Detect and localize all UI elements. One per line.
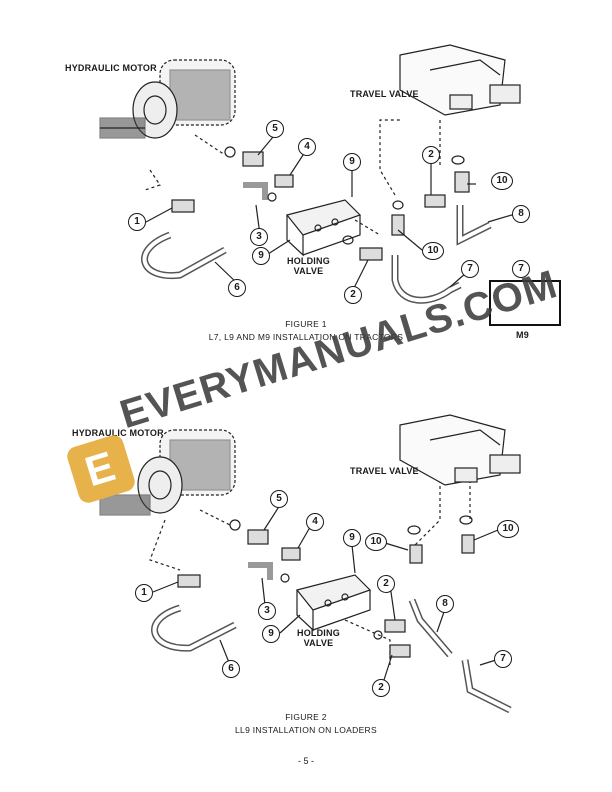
callout-2: 2: [422, 146, 440, 164]
holding-valve-label-2-line1: HOLDING: [297, 628, 340, 638]
callout-2-10-left: 10: [365, 533, 387, 551]
callout-2-7: 7: [494, 650, 512, 668]
callout-2-4: 4: [306, 513, 324, 531]
callout-2-3: 3: [258, 602, 276, 620]
travel-valve-drawing: [399, 44, 521, 116]
hydraulic-motor-label: HYDRAULIC MOTOR: [65, 63, 157, 73]
figure-2-subtitle: LL9 INSTALLATION ON LOADERS: [235, 725, 377, 735]
m9-inset-frame: [489, 280, 561, 326]
callout-5: 5: [266, 120, 284, 138]
figure-2-caption: FIGURE 2 LL9 INSTALLATION ON LOADERS: [0, 712, 612, 735]
watermark-logo-letter: E: [79, 442, 121, 496]
holding-valve-label-line1: HOLDING: [287, 256, 330, 266]
callout-7-m9: 7: [512, 260, 530, 278]
callout-10-right: 10: [491, 172, 513, 190]
callout-9-upper: 9: [343, 153, 361, 171]
callout-3: 3: [250, 228, 268, 246]
travel-valve-drawing-2: [399, 414, 521, 486]
callout-7: 7: [461, 260, 479, 278]
callout-2-5: 5: [270, 490, 288, 508]
travel-valve-label-2: TRAVEL VALVE: [350, 466, 419, 476]
holding-valve-label-2-line2: VALVE: [303, 638, 334, 648]
figure-1-caption: FIGURE 1 L7, L9 AND M9 INSTALLATION ON T…: [0, 319, 612, 342]
figure-1-title: FIGURE 1: [285, 319, 327, 329]
callout-1: 1: [128, 213, 146, 231]
figure-2-title: FIGURE 2: [285, 712, 327, 722]
holding-valve-drawing-2: [295, 574, 372, 632]
hydraulic-motor-drawing: [99, 59, 236, 139]
callout-2-2-upper: 2: [377, 575, 395, 593]
holding-valve-label-line2: VALVE: [293, 266, 324, 276]
page-number: - 5 -: [297, 756, 314, 766]
hydraulic-motor-drawing-2: [99, 429, 236, 516]
holding-valve-drawing: [285, 199, 362, 257]
callout-2-10-right: 10: [497, 520, 519, 538]
callout-4: 4: [298, 138, 316, 156]
callout-2-6: 6: [222, 660, 240, 678]
hydraulic-motor-label-2: HYDRAULIC MOTOR: [72, 428, 164, 438]
callout-2-1: 1: [135, 584, 153, 602]
callout-2-9-lower: 9: [262, 625, 280, 643]
callout-2-8: 8: [436, 595, 454, 613]
holding-valve-label: HOLDING VALVE: [287, 256, 330, 276]
travel-valve-label: TRAVEL VALVE: [350, 89, 419, 99]
holding-valve-label-2: HOLDING VALVE: [297, 628, 340, 648]
callout-2-2-lower: 2: [372, 679, 390, 697]
figure-1-subtitle: L7, L9 AND M9 INSTALLATION ON TRACTORS: [208, 332, 404, 342]
m9-label: M9: [516, 330, 529, 340]
callout-2-9-upper: 9: [343, 529, 361, 547]
callout-6: 6: [228, 279, 246, 297]
callout-8: 8: [512, 205, 530, 223]
callout-2-lower: 2: [344, 286, 362, 304]
callout-9-lower: 9: [252, 247, 270, 265]
callout-10-lower: 10: [422, 242, 444, 260]
